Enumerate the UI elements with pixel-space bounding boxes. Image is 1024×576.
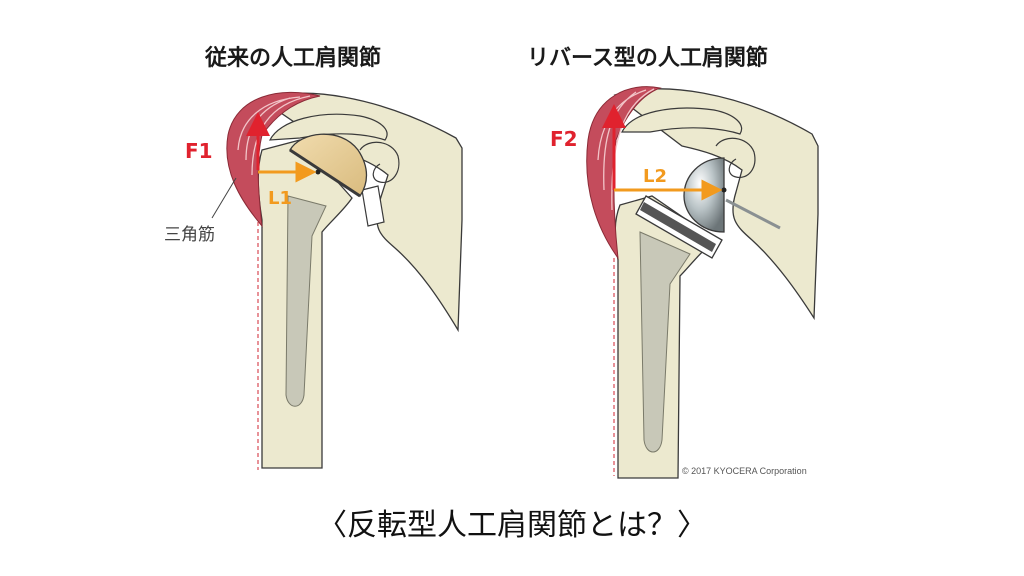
left-scapula [260,92,463,333]
left-coracoid [359,141,400,183]
left-shoulder [211,91,463,470]
left-implant-stem [285,195,327,407]
right-implant-stem [639,231,691,453]
muscle-label: 三角筋 [164,225,215,245]
right-force-label: F2 [550,127,578,151]
right-coracoid [715,137,756,179]
left-implant-head [289,133,368,197]
left-acromion [268,113,388,141]
right-acromion [621,107,743,135]
copyright-notice: © 2017 KYOCERA Corporation [682,466,807,476]
right-lever-label: L2 [643,166,667,187]
caption: 〈反転型人工肩関節とは？〉 [317,508,707,543]
left-glenoid [361,185,385,227]
right-shoulder [586,86,819,479]
left-lever-label: L1 [268,188,292,209]
right-title: リバース型の人工肩関節 [527,46,768,71]
left-title: 従来の人工肩関節 [205,46,382,71]
left-force-label: F1 [185,139,213,163]
